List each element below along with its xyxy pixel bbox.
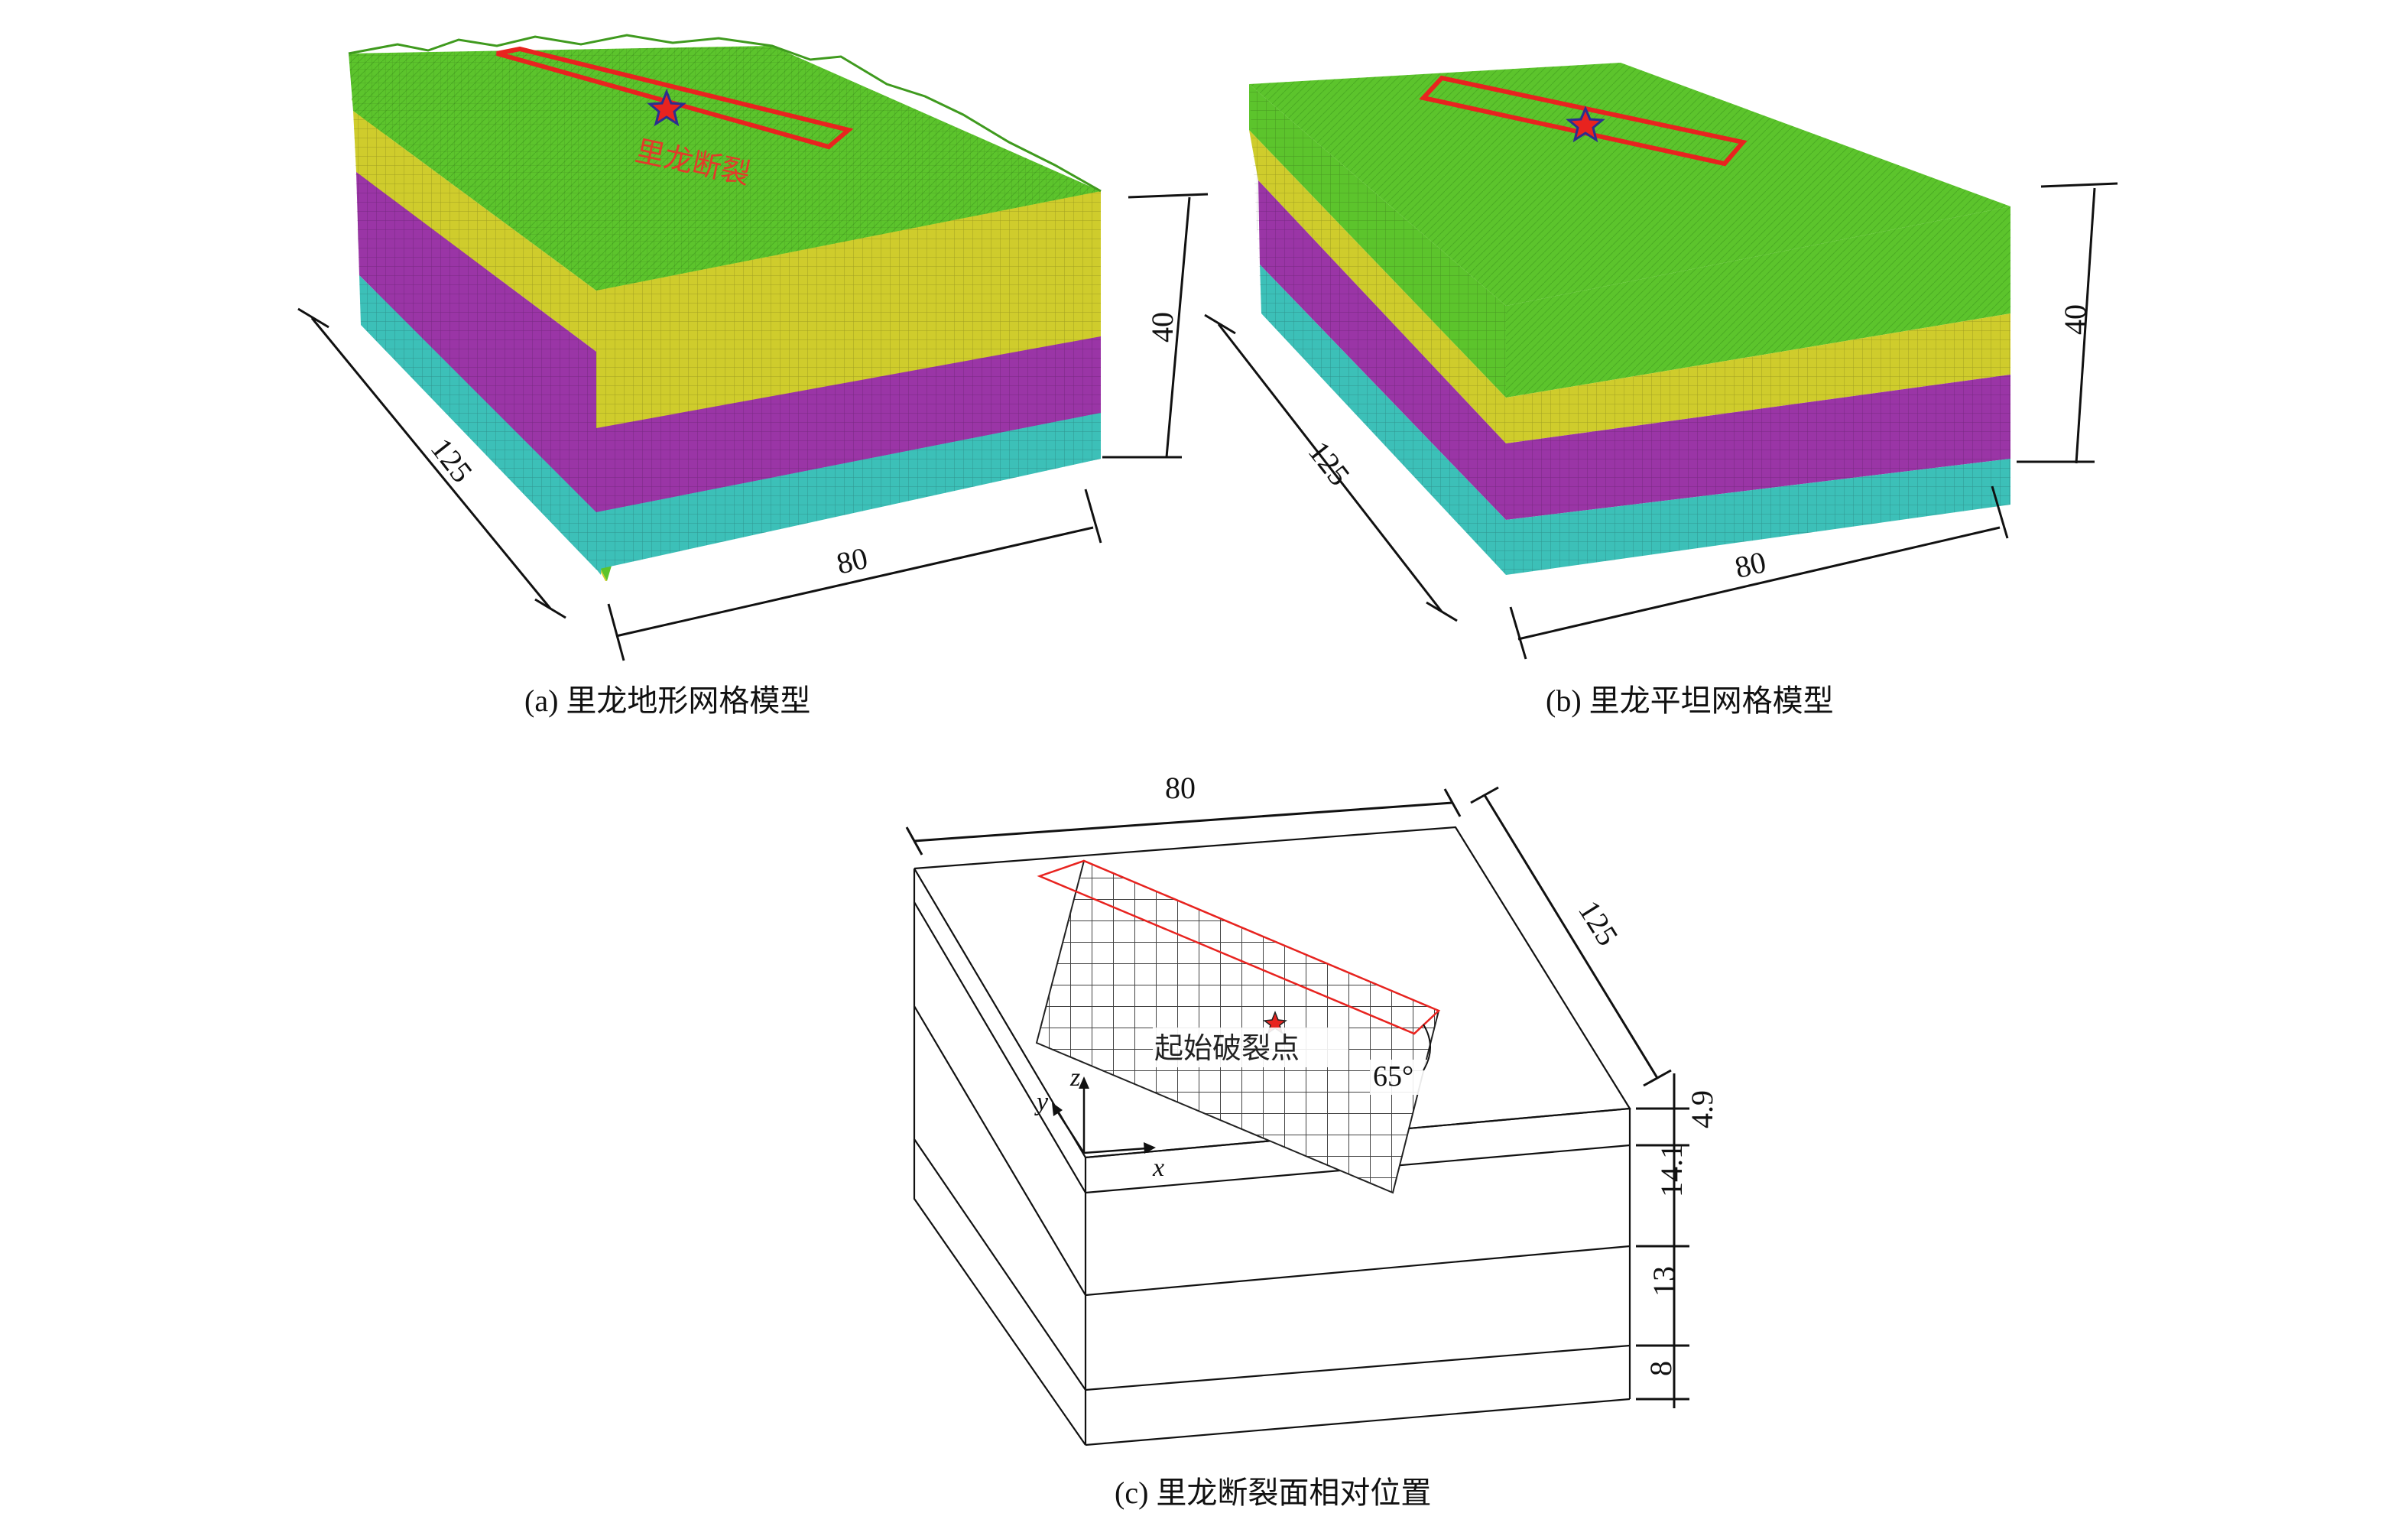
panel-b-caption: (b) 里龙平坦网格模型 xyxy=(1546,683,1834,718)
panel-c-axis-y: y xyxy=(1034,1088,1049,1116)
panel-c-angle-arc xyxy=(1423,1024,1431,1071)
panel-c-thickness-3: 13 xyxy=(1647,1266,1681,1297)
panel-c-dim-125: 125 xyxy=(1470,786,1672,1087)
panel-a-dim-width-label: 80 xyxy=(833,541,871,581)
panel-b-dim-depth-label: 40 xyxy=(2058,304,2092,335)
panel-a-dim-depth-label: 40 xyxy=(1145,312,1180,343)
panel-b-fault-outline xyxy=(1419,75,1748,167)
panel-c-dip-angle: 65° xyxy=(1373,1060,1413,1093)
panel-a-dim-length-label: 125 xyxy=(424,431,479,489)
panel-c-axes: z x y xyxy=(1034,1063,1164,1182)
panel-b: 125 80 40 (b) 里龙平坦网格模型 xyxy=(1204,63,2118,718)
panel-c-axis-x: x xyxy=(1152,1154,1164,1182)
panel-b-dim-40: 40 xyxy=(2017,182,2118,464)
panel-c-dim-80: 80 xyxy=(905,771,1462,856)
panel-a-dim-80: 80 xyxy=(607,489,1102,661)
panel-a-dim-40: 40 xyxy=(1102,193,1209,459)
panel-a: 里龙断裂 125 80 40 (a) 里龙地形网格模型 xyxy=(297,34,1209,718)
panel-b-dim-width-label: 80 xyxy=(1731,544,1769,585)
panel-c-dim-width-label: 80 xyxy=(1165,771,1196,805)
panel-c-rupture-label: 起始破裂点 xyxy=(1154,1031,1300,1065)
panel-c-axis-z: z xyxy=(1069,1063,1080,1092)
panel-a-fault-outline xyxy=(496,46,854,150)
panel-c-block-outline xyxy=(913,826,1631,1446)
panel-c-fault-plane xyxy=(1035,859,1441,1194)
panel-c: 起始破裂点 65° z x y 80 125 xyxy=(905,771,1719,1510)
panel-c-fault-trace xyxy=(1037,859,1441,1035)
panel-c-thickness-4: 8 xyxy=(1644,1361,1678,1376)
panel-c-thickness-1: 4.9 xyxy=(1685,1090,1719,1128)
panel-c-dim-length-label: 125 xyxy=(1572,894,1625,952)
panel-a-caption: (a) 里龙地形网格模型 xyxy=(524,683,810,718)
panel-c-caption: (c) 里龙断裂面相对位置 xyxy=(1115,1476,1431,1510)
panel-b-star-icon xyxy=(1566,106,1605,143)
panel-c-thickness-2: 14.1 xyxy=(1654,1144,1689,1197)
panel-a-star-icon xyxy=(647,88,686,127)
panel-b-dim-80: 80 xyxy=(1509,485,2009,660)
panel-c-layer-dims: 4.9 14.1 13 8 xyxy=(1636,1073,1719,1408)
